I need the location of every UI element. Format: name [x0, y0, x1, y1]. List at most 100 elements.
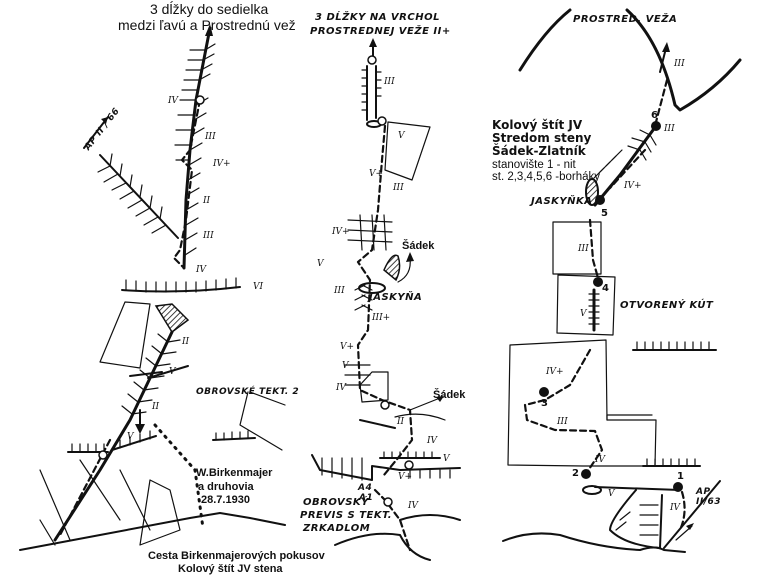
cave-jaskynka	[585, 178, 599, 206]
belay-2	[581, 469, 591, 479]
feature-line3: ZRKADLOM	[303, 523, 371, 534]
route-line-middle	[356, 124, 414, 477]
attempt-note-line1: W.Birkenmajer	[196, 467, 273, 479]
grade-label: III	[674, 59, 685, 69]
attempt-note-line3: 28.7.1930	[201, 494, 250, 506]
info-title3: Šádek-Zlatník	[492, 144, 586, 159]
grade-label: VI	[253, 282, 264, 292]
grade-label: V	[398, 131, 405, 141]
grade-label: IV	[196, 265, 207, 275]
arrowhead-icon	[369, 38, 377, 47]
rock-block	[99, 301, 151, 369]
cave-small	[582, 485, 602, 495]
arrowhead-icon	[662, 42, 670, 52]
corner-label: OTVORENÝ KÚT	[620, 300, 714, 311]
belay-number: 4	[602, 283, 609, 294]
grade-label: V+	[340, 342, 355, 352]
ground-line	[334, 532, 431, 561]
grade-label: V	[608, 489, 615, 499]
crack-hatching-upper	[174, 43, 216, 256]
info-title1: Kolový štít JV	[492, 118, 583, 132]
belay-number: 3	[541, 398, 548, 409]
anchor-label: A4	[358, 483, 373, 493]
feature-obrovske-tekt: OBROVSKÉ TEKT. 2	[196, 387, 300, 397]
arrowhead-icon	[101, 117, 108, 124]
grade-label: IV	[408, 501, 419, 511]
belay-marker	[377, 116, 387, 126]
exit-label-sadek: Šádek	[402, 240, 435, 252]
grade-label: II	[182, 337, 190, 347]
ledge	[147, 365, 189, 379]
corner-hatching	[588, 293, 600, 325]
cave-label-jaskynka: JASKYŇKA	[531, 196, 593, 207]
attempt-route-dotted	[153, 423, 205, 530]
ledge-hatching	[383, 451, 433, 459]
route-line-left	[172, 98, 202, 270]
arrowhead-icon	[135, 424, 145, 434]
grade-label: IV	[427, 436, 438, 446]
crack-hatching	[593, 129, 657, 179]
grade-label: III+	[372, 313, 391, 323]
chimney-hatching	[361, 69, 382, 111]
left-caption-line2: Kolový štít JV stena	[178, 563, 283, 575]
rock-block	[556, 274, 616, 336]
buttress-hatching	[615, 504, 659, 536]
info-line1: stanovište 1 - nit	[492, 158, 576, 171]
crack-line	[593, 124, 658, 207]
belay-marker	[367, 55, 377, 65]
slab-lines	[39, 459, 151, 546]
slab-outline	[139, 479, 181, 546]
belay-number: 2	[572, 468, 579, 479]
anchor-label: A1	[359, 493, 374, 503]
overhang-hatched	[154, 303, 190, 334]
route-line-top	[654, 78, 669, 124]
belay-number: 6	[651, 110, 658, 121]
grade-label: III	[664, 124, 675, 134]
info-title2: Stredom steny	[492, 131, 592, 146]
belay-marker	[98, 450, 108, 460]
grade-label: V+	[398, 472, 413, 482]
buttress	[609, 489, 663, 549]
belay-number: 1	[677, 471, 684, 482]
route-line	[608, 148, 647, 190]
route-line-start	[373, 488, 412, 552]
grade-label: IV	[336, 383, 347, 393]
ground-line	[19, 512, 286, 551]
rib-hatching	[97, 153, 167, 234]
belay-marker	[383, 497, 393, 507]
summit-outline	[518, 8, 742, 112]
belay-3	[539, 387, 549, 397]
ledge-hatching	[71, 430, 151, 453]
middle-title-line2: PROSTREDNEJ VEŽE II+	[310, 26, 451, 37]
ground-bulge	[399, 514, 461, 521]
arrowhead-icon	[406, 252, 414, 262]
belay-number: 5	[601, 208, 608, 219]
route-line-lower	[58, 438, 112, 537]
ledge-hatching	[646, 458, 696, 467]
grade-label: V	[580, 309, 587, 319]
right-topo	[502, 8, 742, 553]
right-approach-label: AP II/63	[696, 487, 722, 507]
left-caption-line1: Cesta Birkenmajerových pokusov	[148, 550, 325, 562]
attempt-note-line2: a druhovia	[198, 481, 254, 493]
grade-label: IV+	[546, 367, 564, 377]
overhang-hatched	[383, 254, 401, 282]
grade-label: III	[393, 183, 404, 193]
rock-block	[552, 221, 602, 275]
arrowhead-icon	[205, 24, 213, 36]
grade-label: V+	[369, 169, 384, 179]
ledge-hatching	[125, 277, 237, 293]
ledge-hatching	[636, 341, 710, 351]
crack-line-lower	[53, 330, 174, 542]
grade-label: V	[317, 259, 324, 269]
grade-label: III	[578, 244, 589, 254]
grade-label: III	[334, 286, 345, 296]
info-line2: st. 2,3,4,5,6 -borháky	[492, 171, 601, 184]
middle-title-line1: 3 DĹŽKY NA VRCHOL	[315, 12, 440, 23]
grade-label: III	[205, 132, 216, 142]
grade-label: V	[443, 454, 450, 464]
left-title-line2: medzi ľavú a Prostrednú vež	[118, 17, 296, 33]
belay-marker	[380, 400, 390, 410]
grade-label: V	[127, 432, 134, 442]
